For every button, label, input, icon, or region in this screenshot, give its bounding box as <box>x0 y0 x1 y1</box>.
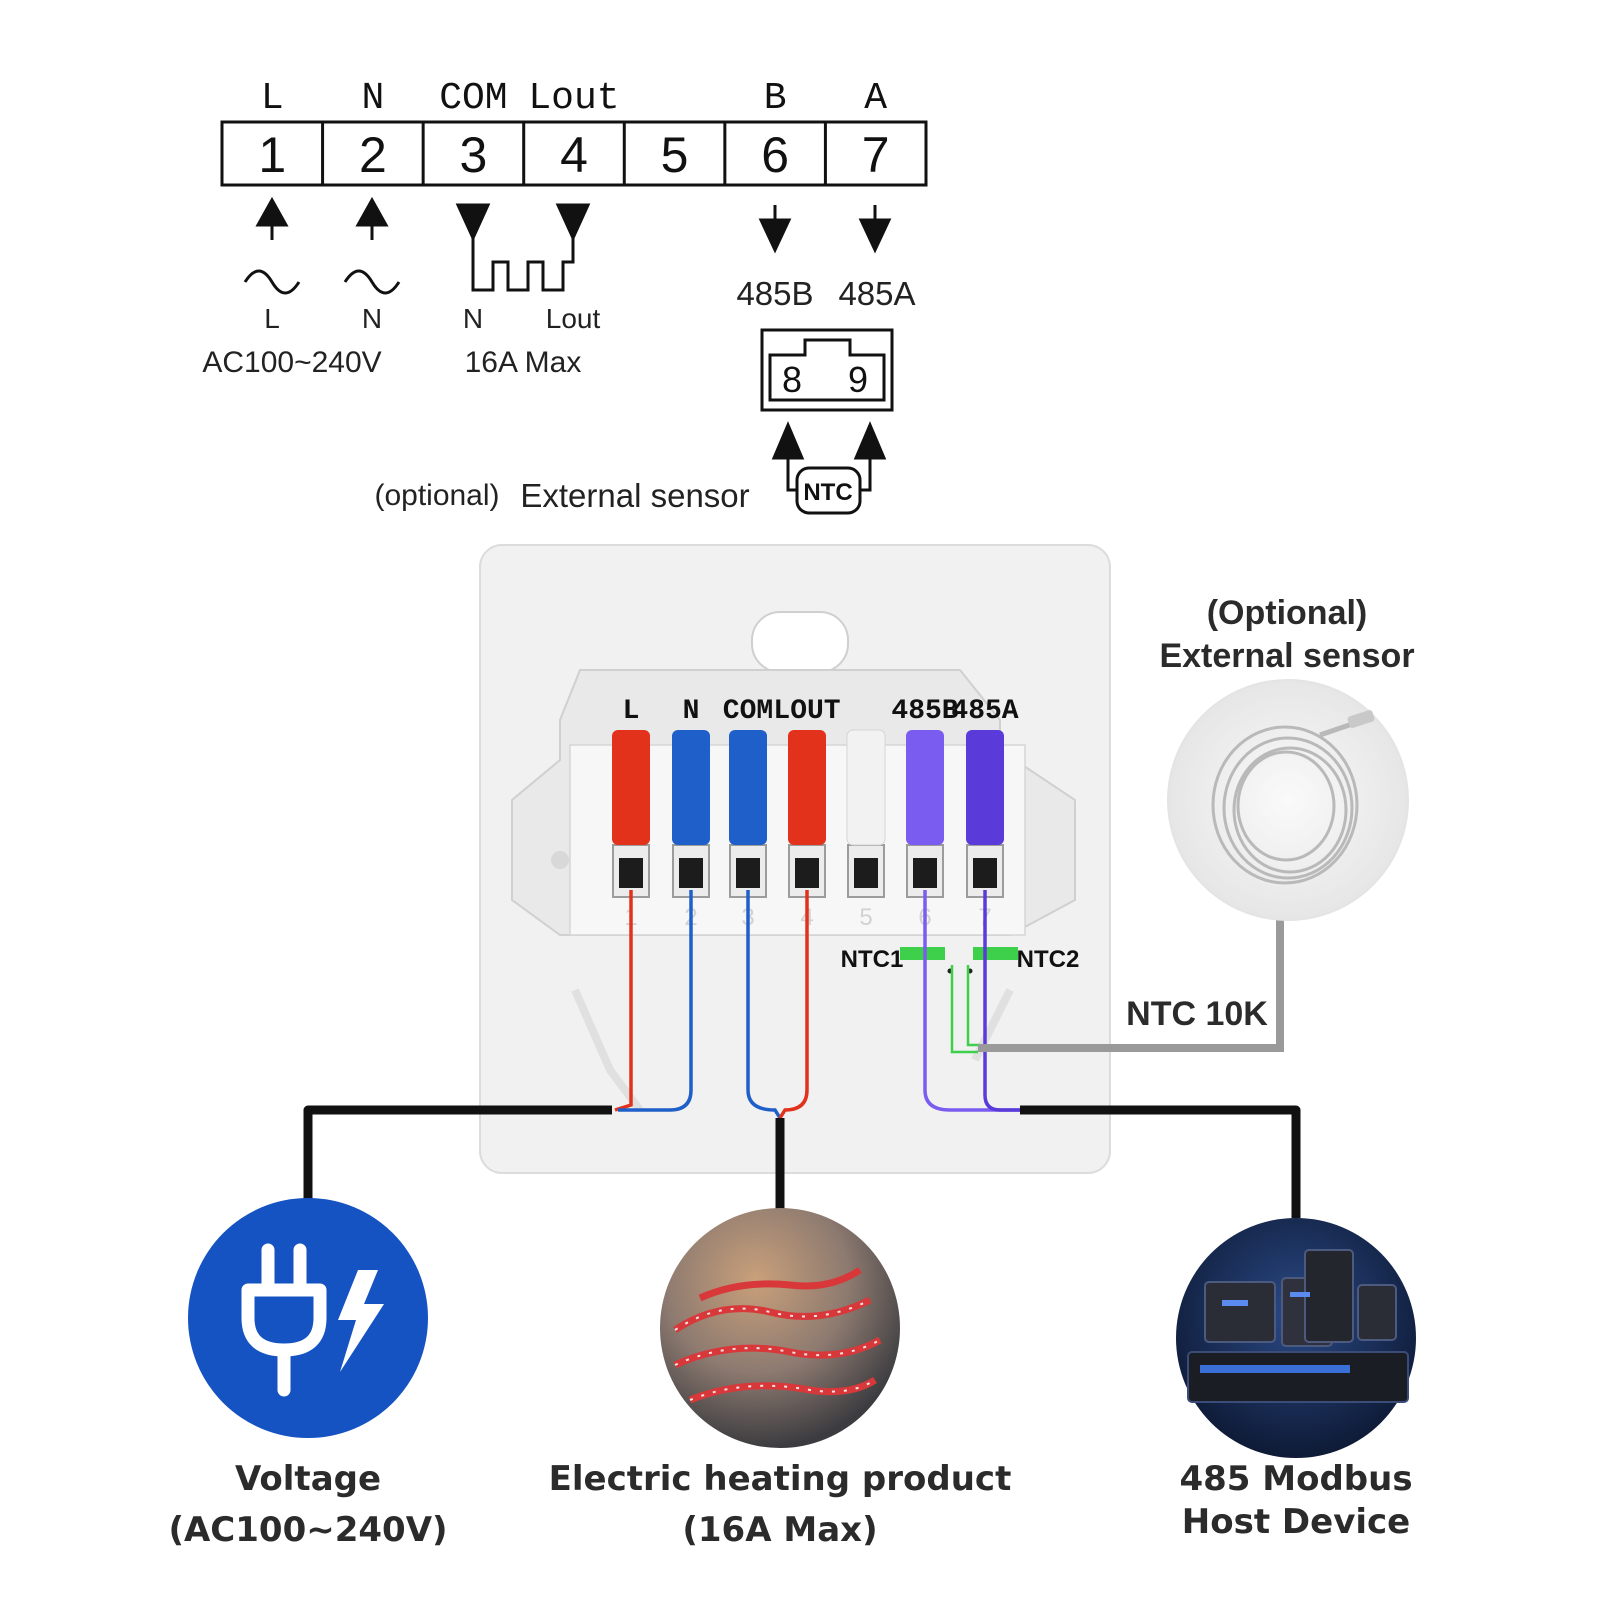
supply-l-label: L <box>264 303 280 334</box>
terminal-top-label-lout: Lout <box>528 77 619 120</box>
terminal-top-label-b: B <box>764 77 787 120</box>
device-wires <box>614 890 1020 1119</box>
load-lout-label: Lout <box>546 303 601 334</box>
terminal-number-5: 5 <box>661 127 689 183</box>
supply-symbols <box>243 196 401 295</box>
terminal-lever-empty <box>846 729 886 846</box>
modbus-caption-line2: Host Device <box>1181 1501 1411 1542</box>
sensor-pin-8: 8 <box>782 359 802 400</box>
rs485-b-label: 485B <box>736 275 813 312</box>
ntc2-label: NTC2 <box>1017 946 1080 973</box>
ntc-cable-line <box>978 920 1284 1052</box>
ntc-symbol-label: NTC <box>803 479 852 506</box>
terminal-lever-n <box>672 730 710 845</box>
device-terminal-number: 5 <box>859 904 872 931</box>
external-sensor-label: External sensor <box>1159 637 1414 675</box>
device-label-l: L <box>623 696 640 727</box>
external-sensor-optional: (Optional) <box>1207 594 1368 632</box>
device-label-485a: 485A <box>951 696 1018 727</box>
terminal-slot <box>854 858 878 888</box>
voltage-caption-line1: Voltage <box>234 1459 382 1499</box>
terminal-slot <box>679 858 703 888</box>
heating-caption-line1: Electric heating product <box>548 1459 1012 1499</box>
heating-caption-line2: (16A Max) <box>682 1509 878 1550</box>
terminal-lever-485b <box>906 730 944 845</box>
terminal-block: 1 2 3 4 5 6 7 L N COM Lout B A <box>220 77 928 187</box>
terminal-top-label-a: A <box>864 77 887 120</box>
terminal-top-label-n: N <box>361 77 384 120</box>
sensor-pin-9: 9 <box>848 359 868 400</box>
terminal-slot <box>973 858 997 888</box>
terminal-number-3: 3 <box>460 127 488 183</box>
sensor-connector <box>760 328 894 515</box>
device-label-485b: 485B <box>891 696 958 727</box>
terminal-slot <box>795 858 819 888</box>
device-label-com: COM <box>723 696 773 727</box>
supply-n-label: N <box>362 303 382 334</box>
terminal-slot <box>619 858 643 888</box>
terminal-lever-l <box>612 730 650 845</box>
terminal-number-2: 2 <box>359 127 387 183</box>
terminal-lever-com <box>729 730 767 845</box>
terminal-number-7: 7 <box>862 127 890 183</box>
device-label-lout: LOUT <box>773 696 840 727</box>
terminal-number-6: 6 <box>761 127 789 183</box>
device-label-n: N <box>683 696 700 727</box>
voltage-plug-icon <box>188 1198 428 1438</box>
rs485-a-label: 485A <box>838 275 915 312</box>
ntc-value-label: NTC 10K <box>1126 995 1268 1033</box>
heating-floor-image <box>660 1208 900 1448</box>
sensor-external-label: External sensor <box>520 477 749 514</box>
voltage-caption: Voltage (AC100~240V) <box>158 1458 458 1551</box>
terminal-top-label-com: COM <box>439 77 507 120</box>
ntc1-label: NTC1 <box>841 946 904 973</box>
terminal-lever-485a <box>966 730 1004 845</box>
rs485-arrows <box>758 205 892 254</box>
terminal-slot <box>736 858 760 888</box>
modbus-caption: 485 Modbus Host Device <box>1120 1458 1472 1543</box>
heater-symbol <box>455 203 591 292</box>
heating-caption: Electric heating product (16A Max) <box>540 1458 1020 1551</box>
load-rating-label: 16A Max <box>465 346 582 379</box>
supply-range-label: AC100~240V <box>202 346 381 379</box>
voltage-caption-line2: (AC100~240V) <box>168 1509 448 1550</box>
terminal-number-1: 1 <box>258 127 286 183</box>
sensor-optional-label: (optional) <box>374 479 499 512</box>
terminal-number-4: 4 <box>560 127 588 183</box>
connection-lines <box>303 1105 1301 1218</box>
modbus-host-image <box>1176 1218 1416 1458</box>
terminal-slot <box>913 858 937 888</box>
modbus-caption-line1: 485 Modbus <box>1179 1459 1413 1499</box>
external-sensor-image <box>1167 679 1409 921</box>
terminal-top-label-l: L <box>261 77 284 120</box>
terminal-lever-lout <box>788 730 826 845</box>
load-n-label: N <box>463 303 483 334</box>
